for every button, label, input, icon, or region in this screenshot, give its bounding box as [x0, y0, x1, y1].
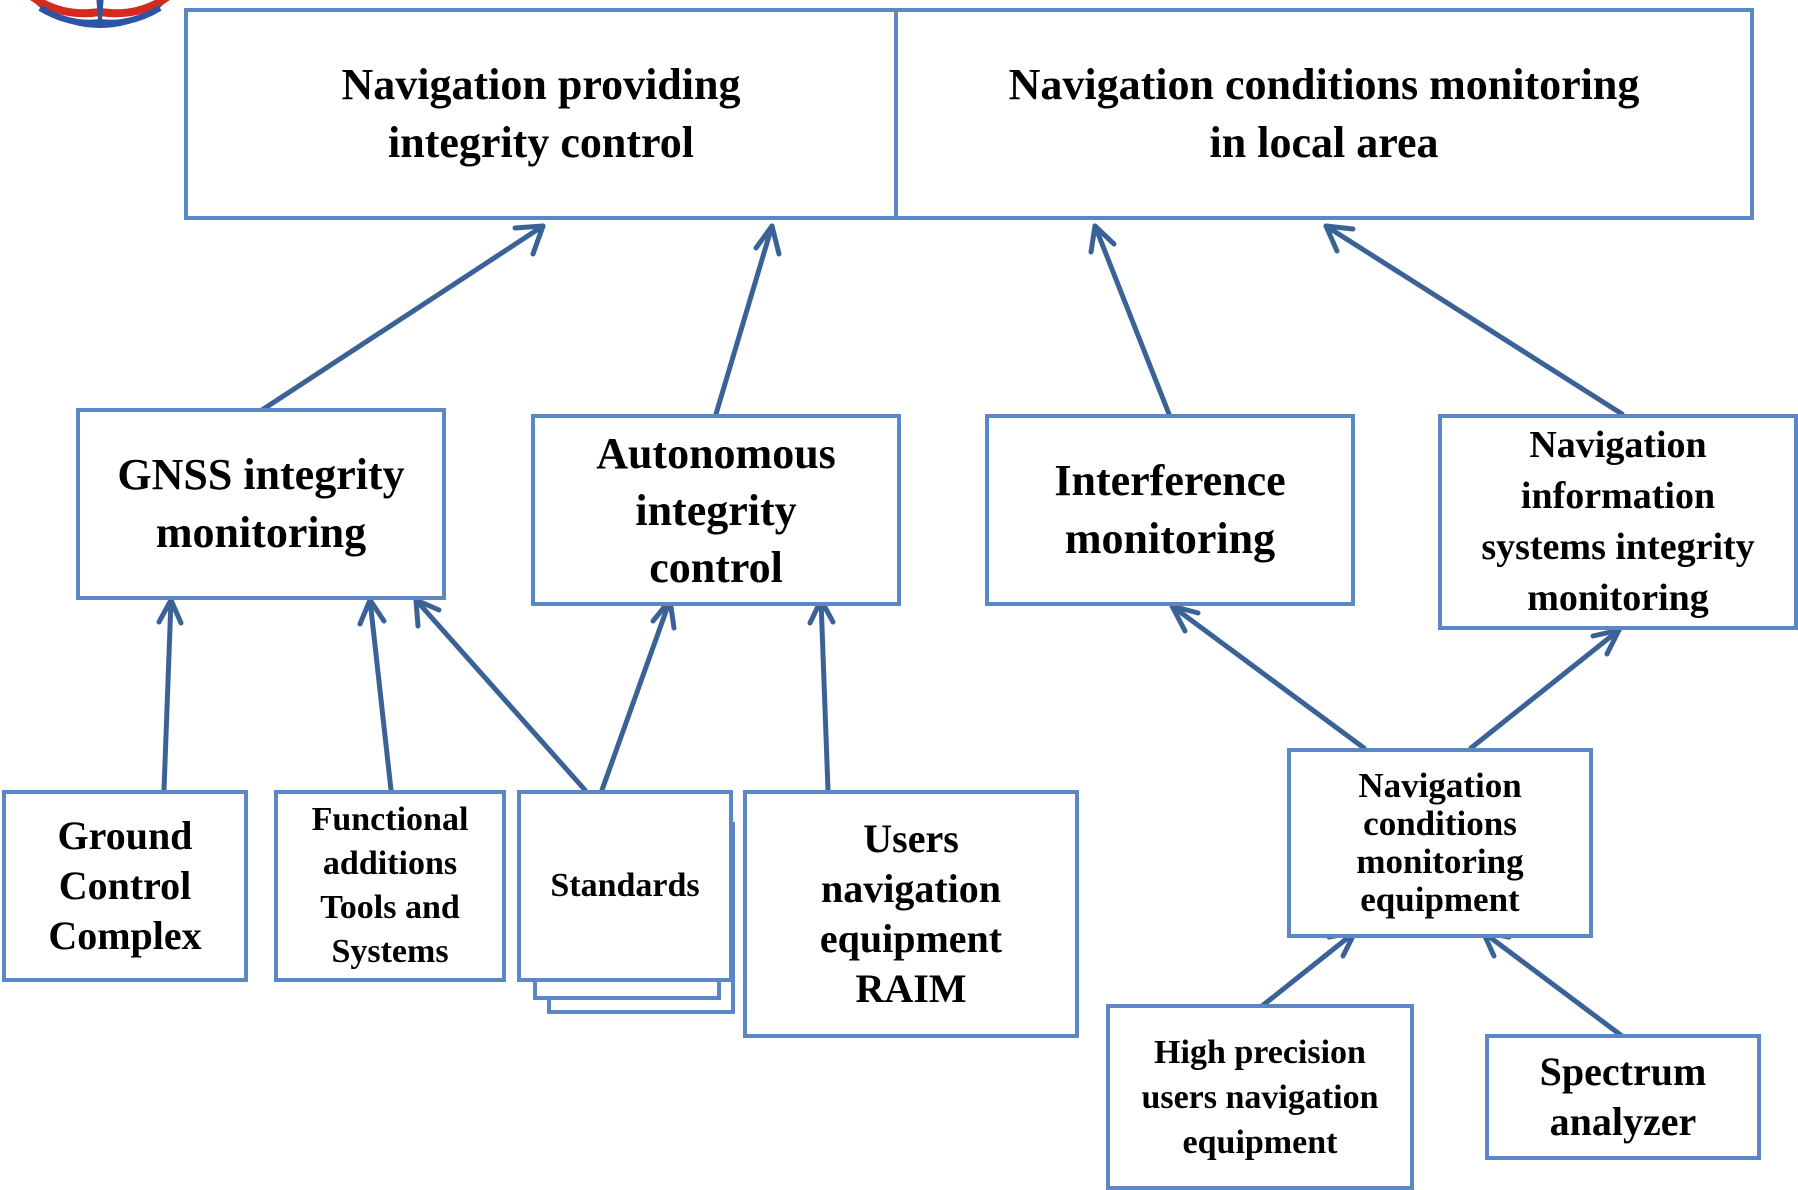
node-label: GNSS integrity monitoring — [117, 450, 405, 557]
arrow-standards-to-gnss — [413, 597, 588, 793]
node-information-systems-integrity: Navigation information systems integrity… — [1438, 414, 1798, 630]
node-label: High precision users navigation equipmen… — [1141, 1033, 1379, 1161]
node-label: Ground Control Complex — [48, 813, 202, 958]
node-gnss-integrity-monitoring: GNSS integrity monitoring — [76, 408, 446, 600]
emblem-icon — [0, 0, 200, 40]
arrow-ground-to-gnss — [156, 597, 184, 793]
node-navigation-conditions-equipment: Navigation conditions monitoring equipme… — [1287, 748, 1593, 938]
node-label: Navigation conditions monitoring in loca… — [1008, 60, 1640, 167]
node-label: Interference monitoring — [1054, 456, 1286, 563]
arrow-spectrum-to-ncequipment — [1480, 929, 1625, 1039]
node-label: Navigation information systems integrity… — [1481, 424, 1755, 619]
node-standards: Standards — [517, 790, 733, 982]
node-label: Autonomous integrity control — [596, 428, 836, 592]
arrow-functional-to-gnss — [357, 597, 394, 793]
arrow-highprecision-to-ncequipment — [1259, 929, 1358, 1009]
arrow-ncequipment-to-interference — [1169, 603, 1367, 751]
arrow-gnss-to-integrity — [259, 223, 546, 413]
node-users-navigation-raim: Users navigation equipment RAIM — [743, 790, 1079, 1038]
node-navigation-integrity-control: Navigation providing integrity control — [184, 8, 898, 220]
arrow-raim-to-autonomous — [807, 597, 836, 793]
node-label: Standards — [550, 867, 700, 904]
arrow-standards-to-autonomous — [599, 597, 677, 793]
node-label: Users navigation equipment RAIM — [819, 816, 1003, 1011]
node-high-precision-equipment: High precision users navigation equipmen… — [1106, 1004, 1414, 1190]
node-label: Navigation providing integrity control — [341, 60, 741, 167]
node-interference-monitoring: Interference monitoring — [985, 414, 1355, 606]
node-label: Spectrum analyzer — [1539, 1049, 1707, 1144]
node-autonomous-integrity-control: Autonomous integrity control — [531, 414, 901, 606]
arrow-ncequipment-to-infosystems — [1468, 627, 1622, 751]
node-label: Navigation conditions monitoring equipme… — [1356, 766, 1524, 919]
arrow-autonomous-to-integrity — [713, 223, 782, 417]
arrow-interference-to-conditions — [1088, 223, 1172, 417]
node-spectrum-analyzer: Spectrum analyzer — [1485, 1034, 1761, 1160]
node-functional-additions: Functional additions Tools and Systems — [274, 790, 506, 982]
node-navigation-conditions-monitoring: Navigation conditions monitoring in loca… — [894, 8, 1754, 220]
node-ground-control-complex: Ground Control Complex — [2, 790, 248, 982]
node-label: Functional additions Tools and Systems — [311, 801, 469, 970]
arrow-infosystems-to-conditions — [1323, 223, 1625, 417]
